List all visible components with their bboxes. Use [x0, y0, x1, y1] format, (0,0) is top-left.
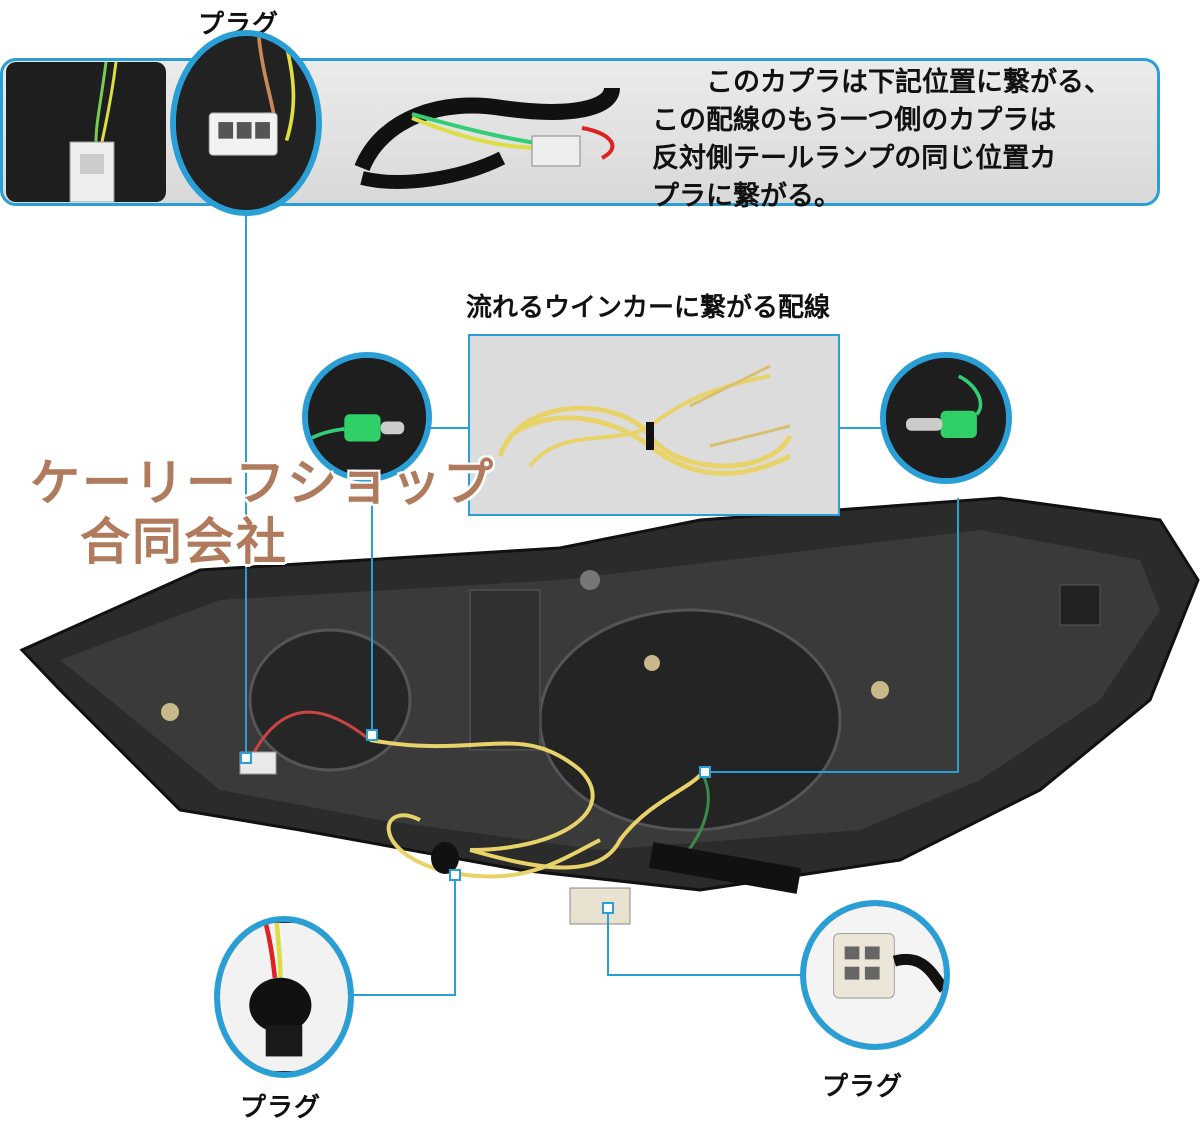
coupler-note-text: このカプラは下記位置に繋がる、 この配線のもう一つ側のカプラは 反対側テールラン…: [652, 67, 1111, 212]
plug-closeup-circle: [800, 900, 950, 1050]
harness-wire-icon: [497, 364, 793, 476]
bullet-connector-right-circle: [880, 352, 1012, 484]
socket-icon: [220, 922, 348, 1072]
turn-signal-wire-image: [468, 334, 840, 516]
node-plug: [602, 902, 614, 914]
bullet-connector-left-circle: [302, 352, 432, 482]
coupler-closeup-icon: [176, 37, 316, 209]
plug-label-bottom-right: プラグ: [822, 1072, 904, 1102]
node-top-coupler: [240, 752, 252, 764]
coupler-closeup-circle: [170, 30, 322, 216]
node-left-bullet: [366, 729, 378, 741]
bullet-connector-icon: [886, 358, 1006, 478]
watermark-line2: 合同会社: [80, 513, 288, 571]
node-right-bullet: [699, 766, 711, 778]
coupler-icon: [69, 62, 118, 202]
tail-lamp-body: [19, 496, 1200, 892]
node-socket: [449, 869, 461, 881]
plug-label-bottom-left: プラグ: [240, 1093, 322, 1123]
wire-title: 流れるウインカーに繋がる配線: [466, 293, 831, 323]
socket-closeup-circle: [214, 916, 354, 1078]
bullet-connector-icon: [308, 358, 426, 476]
watermark-line1: ケーリーフショップ: [30, 454, 495, 512]
harness-icon: [354, 86, 620, 189]
coupler-thumbnail: [6, 62, 166, 202]
plug-icon: [806, 906, 944, 1044]
leader-lines: [245, 212, 959, 996]
harness-image: [342, 78, 632, 196]
